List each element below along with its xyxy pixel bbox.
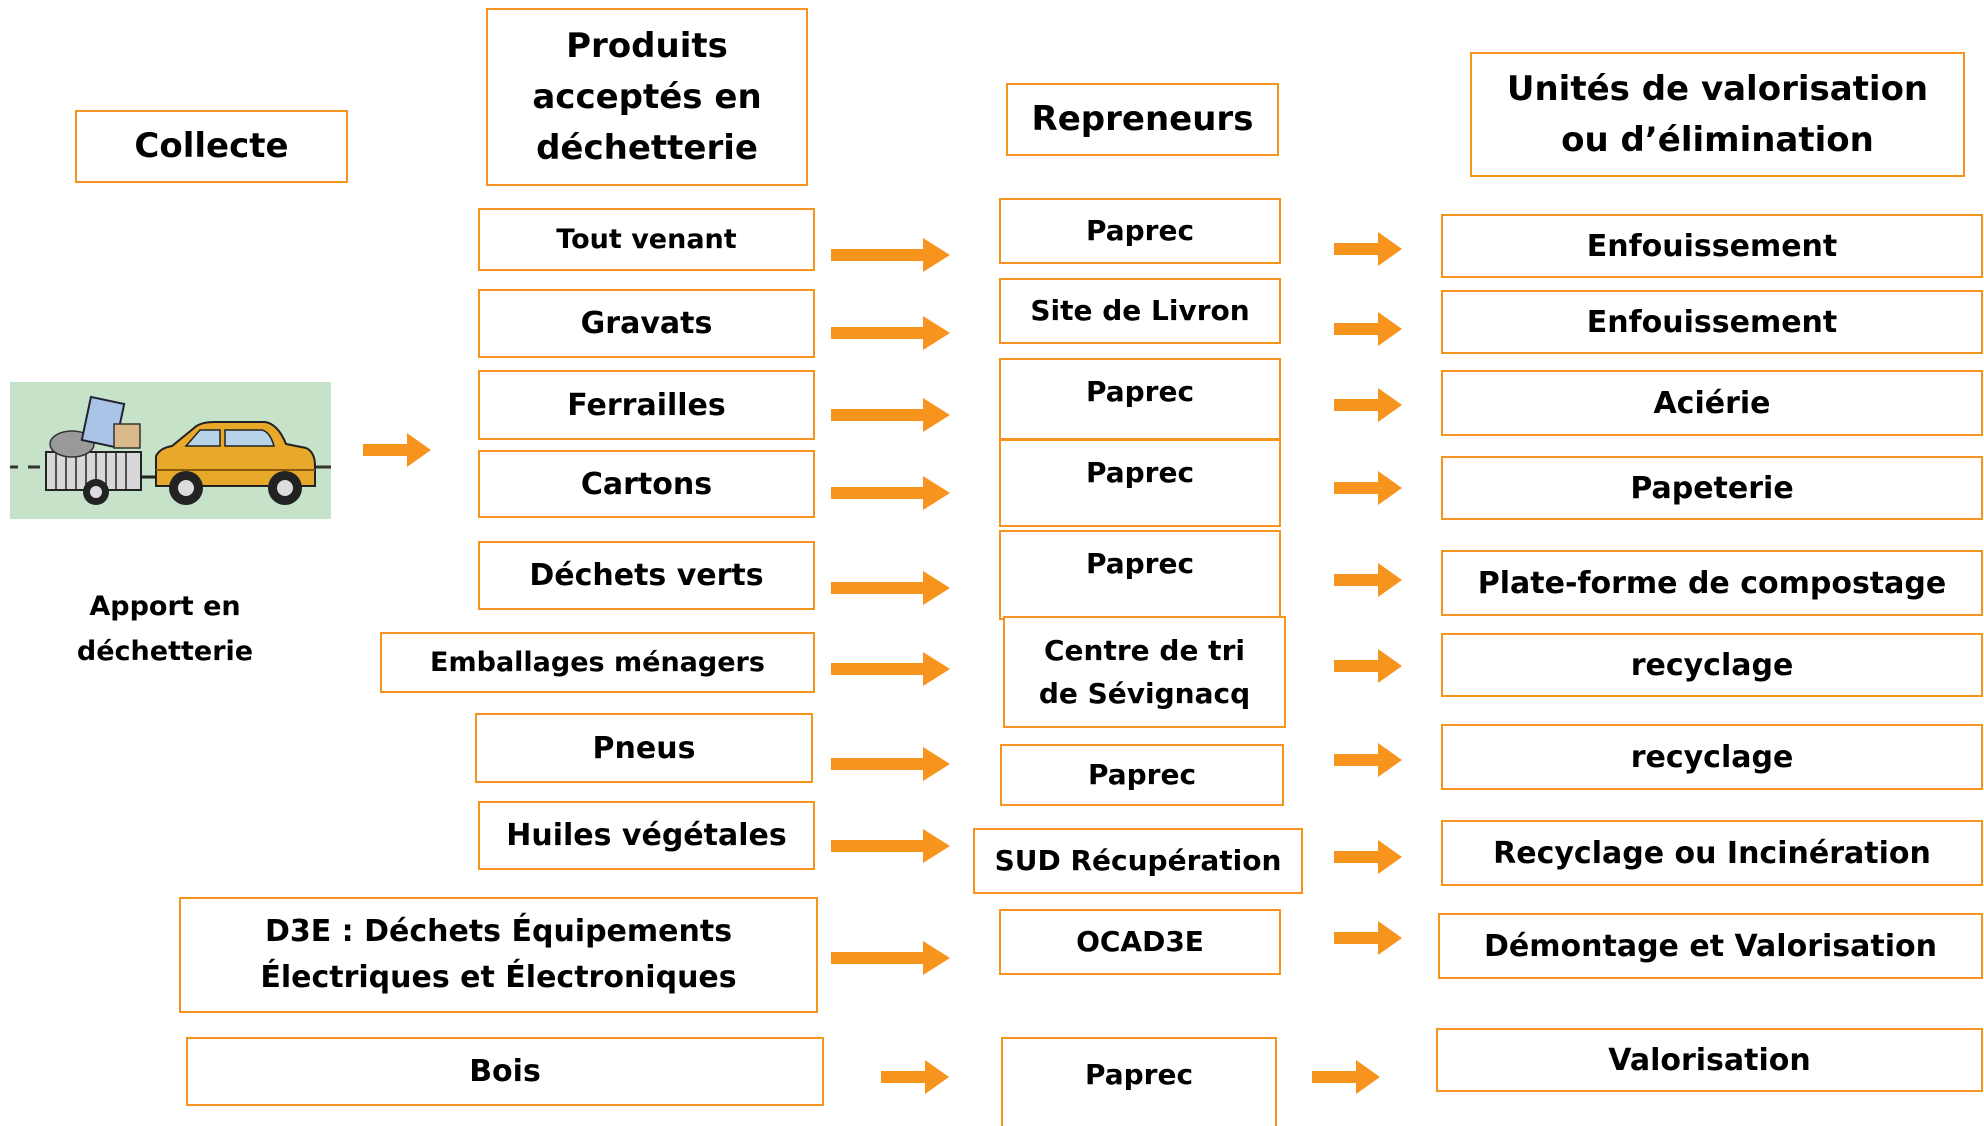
arrow-repreneur-8 <box>1334 840 1402 874</box>
arrow-produit-10 <box>881 1060 949 1094</box>
unite-1: Enfouissement <box>1441 214 1983 278</box>
produit-gravats: Gravats <box>478 289 815 358</box>
produit-emballages-menagers: Emballages ménagers <box>380 632 815 693</box>
arrow-repreneur-4 <box>1334 471 1402 505</box>
arrow-produit-7 <box>831 747 950 781</box>
arrow-produit-2 <box>831 316 950 350</box>
arrow-produit-1 <box>831 238 950 272</box>
produit-cartons: Cartons <box>478 450 815 518</box>
unite-10: Valorisation <box>1436 1028 1983 1092</box>
header-produits: Produits acceptés en déchetterie <box>486 8 808 186</box>
arrow-repreneur-5 <box>1334 563 1402 597</box>
repreneur-8: SUD Récupération <box>973 828 1303 894</box>
unite-6: recyclage <box>1441 633 1983 697</box>
produit-dechets-verts: Déchets verts <box>478 541 815 610</box>
produit-bois: Bois <box>186 1037 824 1106</box>
header-repreneurs: Repreneurs <box>1006 83 1279 156</box>
apport-label: Apport en déchetterie <box>76 591 254 667</box>
produit-pneus: Pneus <box>475 713 813 783</box>
arrow-produit-3 <box>831 398 950 432</box>
arrow-repreneur-2 <box>1334 312 1402 346</box>
header-unites: Unités de valorisation ou d’élimination <box>1470 52 1965 177</box>
repreneur-4: Paprec <box>999 439 1281 527</box>
repreneur-6: Centre de tri de Sévignacq <box>1003 616 1286 728</box>
car-with-trailer-icon <box>10 382 331 519</box>
arrow-produit-5 <box>831 571 950 605</box>
arrow-produit-8 <box>831 829 950 863</box>
unite-8: Recyclage ou Incinération <box>1441 820 1983 886</box>
produit-d3e: D3E : Déchets Équipements Électriques et… <box>179 897 818 1013</box>
arrow-repreneur-6 <box>1334 649 1402 683</box>
repreneur-3: Paprec <box>999 358 1281 440</box>
produit-tout-venant: Tout venant <box>478 208 815 271</box>
header-collecte: Collecte <box>75 110 348 183</box>
arrow-produit-6 <box>831 652 950 686</box>
repreneur-1: Paprec <box>999 198 1281 264</box>
arrow-repreneur-9 <box>1334 921 1402 955</box>
produit-ferrailles: Ferrailles <box>478 370 815 440</box>
arrow-repreneur-10 <box>1312 1060 1380 1094</box>
produit-huiles-vegetales: Huiles végétales <box>478 801 815 870</box>
repreneur-2: Site de Livron <box>999 278 1281 344</box>
unite-9: Démontage et Valorisation <box>1438 913 1983 979</box>
arrow-collecte <box>363 433 431 467</box>
repreneur-9: OCAD3E <box>999 909 1281 975</box>
unite-4: Papeterie <box>1441 456 1983 520</box>
arrow-produit-9 <box>831 941 950 975</box>
arrow-repreneur-7 <box>1334 743 1402 777</box>
repreneur-7: Paprec <box>1000 744 1284 806</box>
repreneur-10: Paprec <box>1001 1037 1277 1126</box>
unite-5: Plate-forme de compostage <box>1441 550 1983 616</box>
unite-3: Aciérie <box>1441 370 1983 436</box>
repreneur-5: Paprec <box>999 530 1281 620</box>
arrow-produit-4 <box>831 476 950 510</box>
unite-2: Enfouissement <box>1441 290 1983 354</box>
arrow-repreneur-3 <box>1334 388 1402 422</box>
unite-7: recyclage <box>1441 724 1983 790</box>
arrow-repreneur-1 <box>1334 232 1402 266</box>
